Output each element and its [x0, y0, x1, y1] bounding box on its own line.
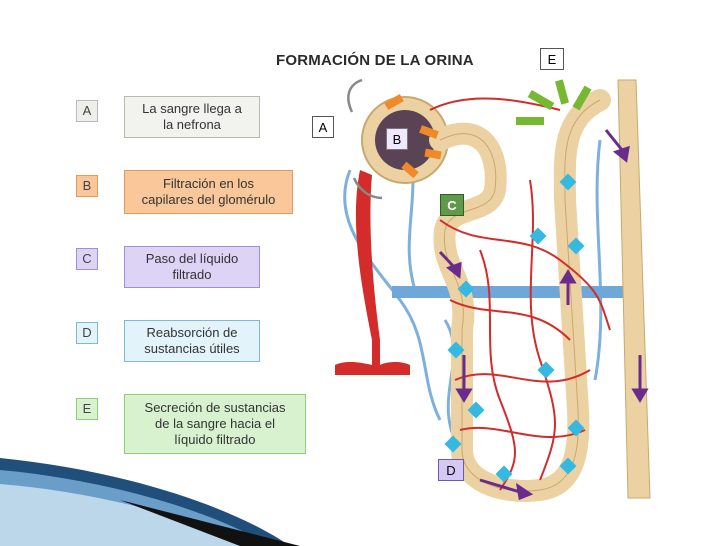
diagram-tag-e: E	[540, 48, 564, 70]
glomerulus-flow-arrows	[347, 78, 383, 200]
legend-letter-a: A	[76, 100, 98, 122]
legend-text-a: La sangre llega a la nefrona	[124, 96, 260, 138]
secretion-arrows	[516, 79, 592, 125]
diagram-tag-c: C	[440, 194, 464, 216]
flow-arrows	[438, 129, 649, 501]
legend-text-c: Paso del líquido filtrado	[124, 246, 260, 288]
tubule-outline	[439, 99, 601, 492]
legend-text-e: Secreción de sustancias de la sangre hac…	[124, 394, 306, 454]
diagram-title: FORMACIÓN DE LA ORINA	[276, 52, 474, 69]
reabsorption-arrows	[444, 173, 585, 483]
filtration-arrows	[384, 94, 442, 179]
diagram-tag-d: D	[438, 459, 464, 481]
artery	[335, 170, 410, 375]
legend-letter-e: E	[76, 398, 98, 420]
legend-letter-b: B	[76, 175, 98, 197]
legend-letter-c: C	[76, 248, 98, 270]
legend-letter-d: D	[76, 322, 98, 344]
diagram-tag-a: A	[312, 116, 334, 138]
legend-text-d: Reabsorción de sustancias útiles	[124, 320, 260, 362]
horizontal-vein	[392, 286, 628, 298]
legend-text-b: Filtración en los capilares del glomérul…	[124, 170, 293, 214]
diagram-tag-b: B	[386, 128, 408, 150]
collecting-duct	[617, 79, 651, 499]
capillary-network	[429, 97, 611, 491]
